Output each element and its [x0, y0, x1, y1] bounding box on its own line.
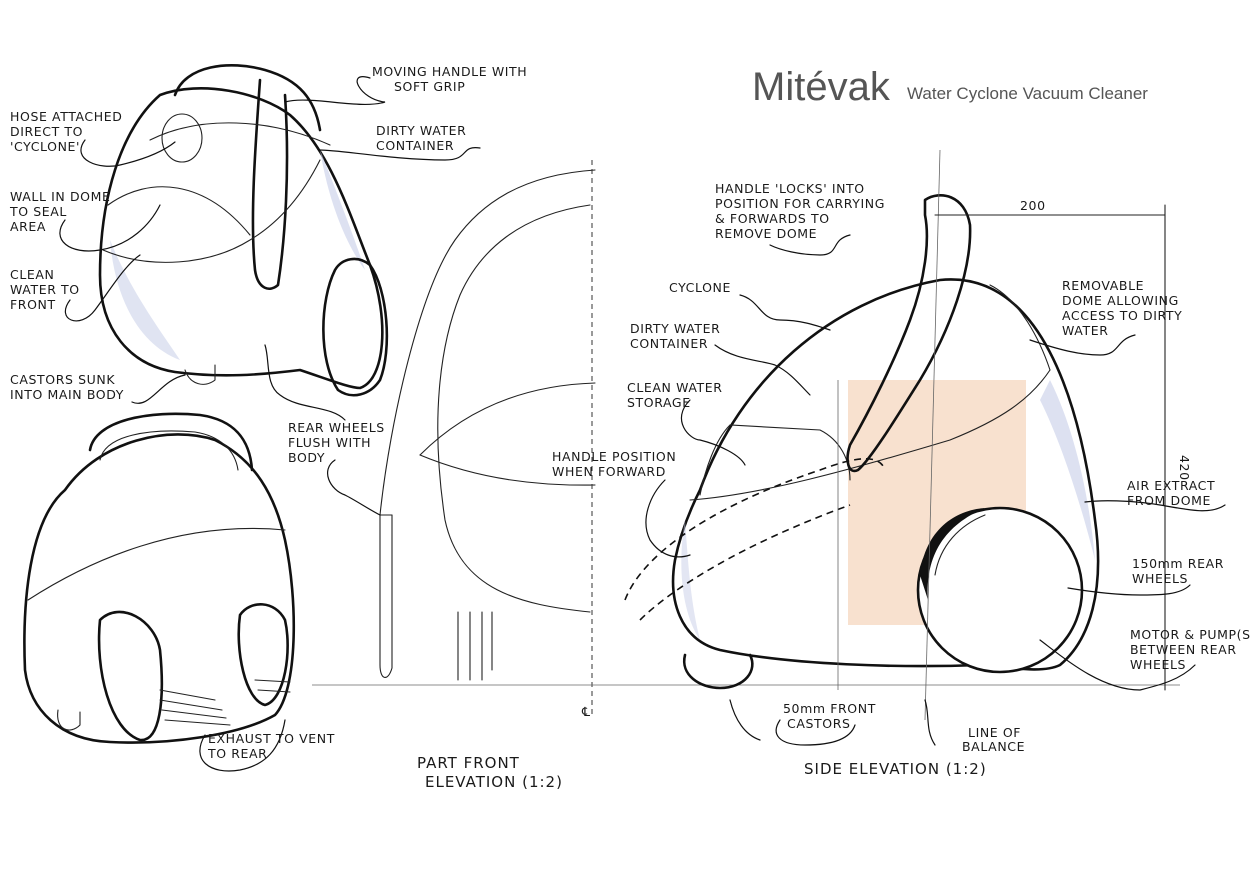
- annotation-clean-water-front: CLEAN WATER TO FRONT: [10, 267, 84, 312]
- view-captions: PART FRONT ELEVATION (1:2) SIDE ELEVATIO…: [417, 754, 987, 791]
- annotation-removable-dome: REMOVABLE DOME ALLOWING ACCESS TO DIRTY …: [1062, 278, 1187, 338]
- annotation-handle-locks: HANDLE 'LOCKS' INTO POSITION FOR CARRYIN…: [715, 181, 890, 241]
- product-subtitle: Water Cyclone Vacuum Cleaner: [907, 84, 1148, 103]
- annotation-hose-attached: HOSE ATTACHED DIRECT TO 'CYCLONE': [10, 109, 127, 154]
- centerline-symbol: ℄: [581, 704, 591, 719]
- sketch-part-front-elevation: ℄: [379, 160, 596, 719]
- annotation-moving-handle: MOVING HANDLE WITH SOFT GRIP: [372, 64, 532, 94]
- sketch-side-elevation: 200 420: [624, 149, 1192, 721]
- dimension-width: 200: [1020, 198, 1046, 213]
- annotation-dirty-water-container-side: DIRTY WATER CONTAINER: [630, 321, 725, 351]
- title-block: Mitévak Water Cyclone Vacuum Cleaner: [752, 65, 1148, 109]
- sketch-top-three-quarter-view: [98, 64, 389, 397]
- annotation-wall-in-dome: WALL IN DOME TO SEAL AREA: [9, 189, 115, 234]
- annotation-rear-wheels-flush: REAR WHEELS FLUSH WITH BODY: [288, 420, 389, 465]
- annotation-castors-sunk: CASTORS SUNK INTO MAIN BODY: [10, 372, 124, 402]
- annotation-line-of-balance: LINE OF BALANCE: [962, 725, 1026, 754]
- annotation-air-extract: AIR EXTRACT FROM DOME: [1127, 478, 1220, 508]
- annotation-handle-position: HANDLE POSITION WHEN FORWARD: [552, 449, 681, 479]
- annotation-dirty-water-container-top: DIRTY WATER CONTAINER: [376, 123, 471, 153]
- annotation-cyclone: CYCLONE: [669, 280, 731, 295]
- annotation-motor-pumps: MOTOR & PUMP(S) BETWEEN REAR WHEELS: [1130, 627, 1250, 672]
- annotation-clean-water-storage: CLEAN WATER STORAGE: [627, 380, 727, 410]
- annotation-rear-wheels-150: 150mm REAR WHEELS: [1132, 556, 1229, 586]
- caption-side-elevation: SIDE ELEVATION (1:2): [804, 760, 987, 778]
- caption-part-front-elevation: PART FRONT ELEVATION (1:2): [417, 754, 563, 791]
- annotation-exhaust: EXHAUST TO VENT TO REAR: [207, 731, 340, 761]
- sketch-rear-three-quarter-view: [23, 412, 296, 744]
- annotation-front-castors-50: 50mm FRONT CASTORS: [783, 701, 881, 731]
- brand-title: Mitévak: [752, 65, 891, 109]
- dimension-height: 420: [1177, 455, 1192, 481]
- leader-lines: [59, 76, 1226, 772]
- annotations: MOVING HANDLE WITH SOFT GRIP HOSE ATTACH…: [9, 64, 1250, 761]
